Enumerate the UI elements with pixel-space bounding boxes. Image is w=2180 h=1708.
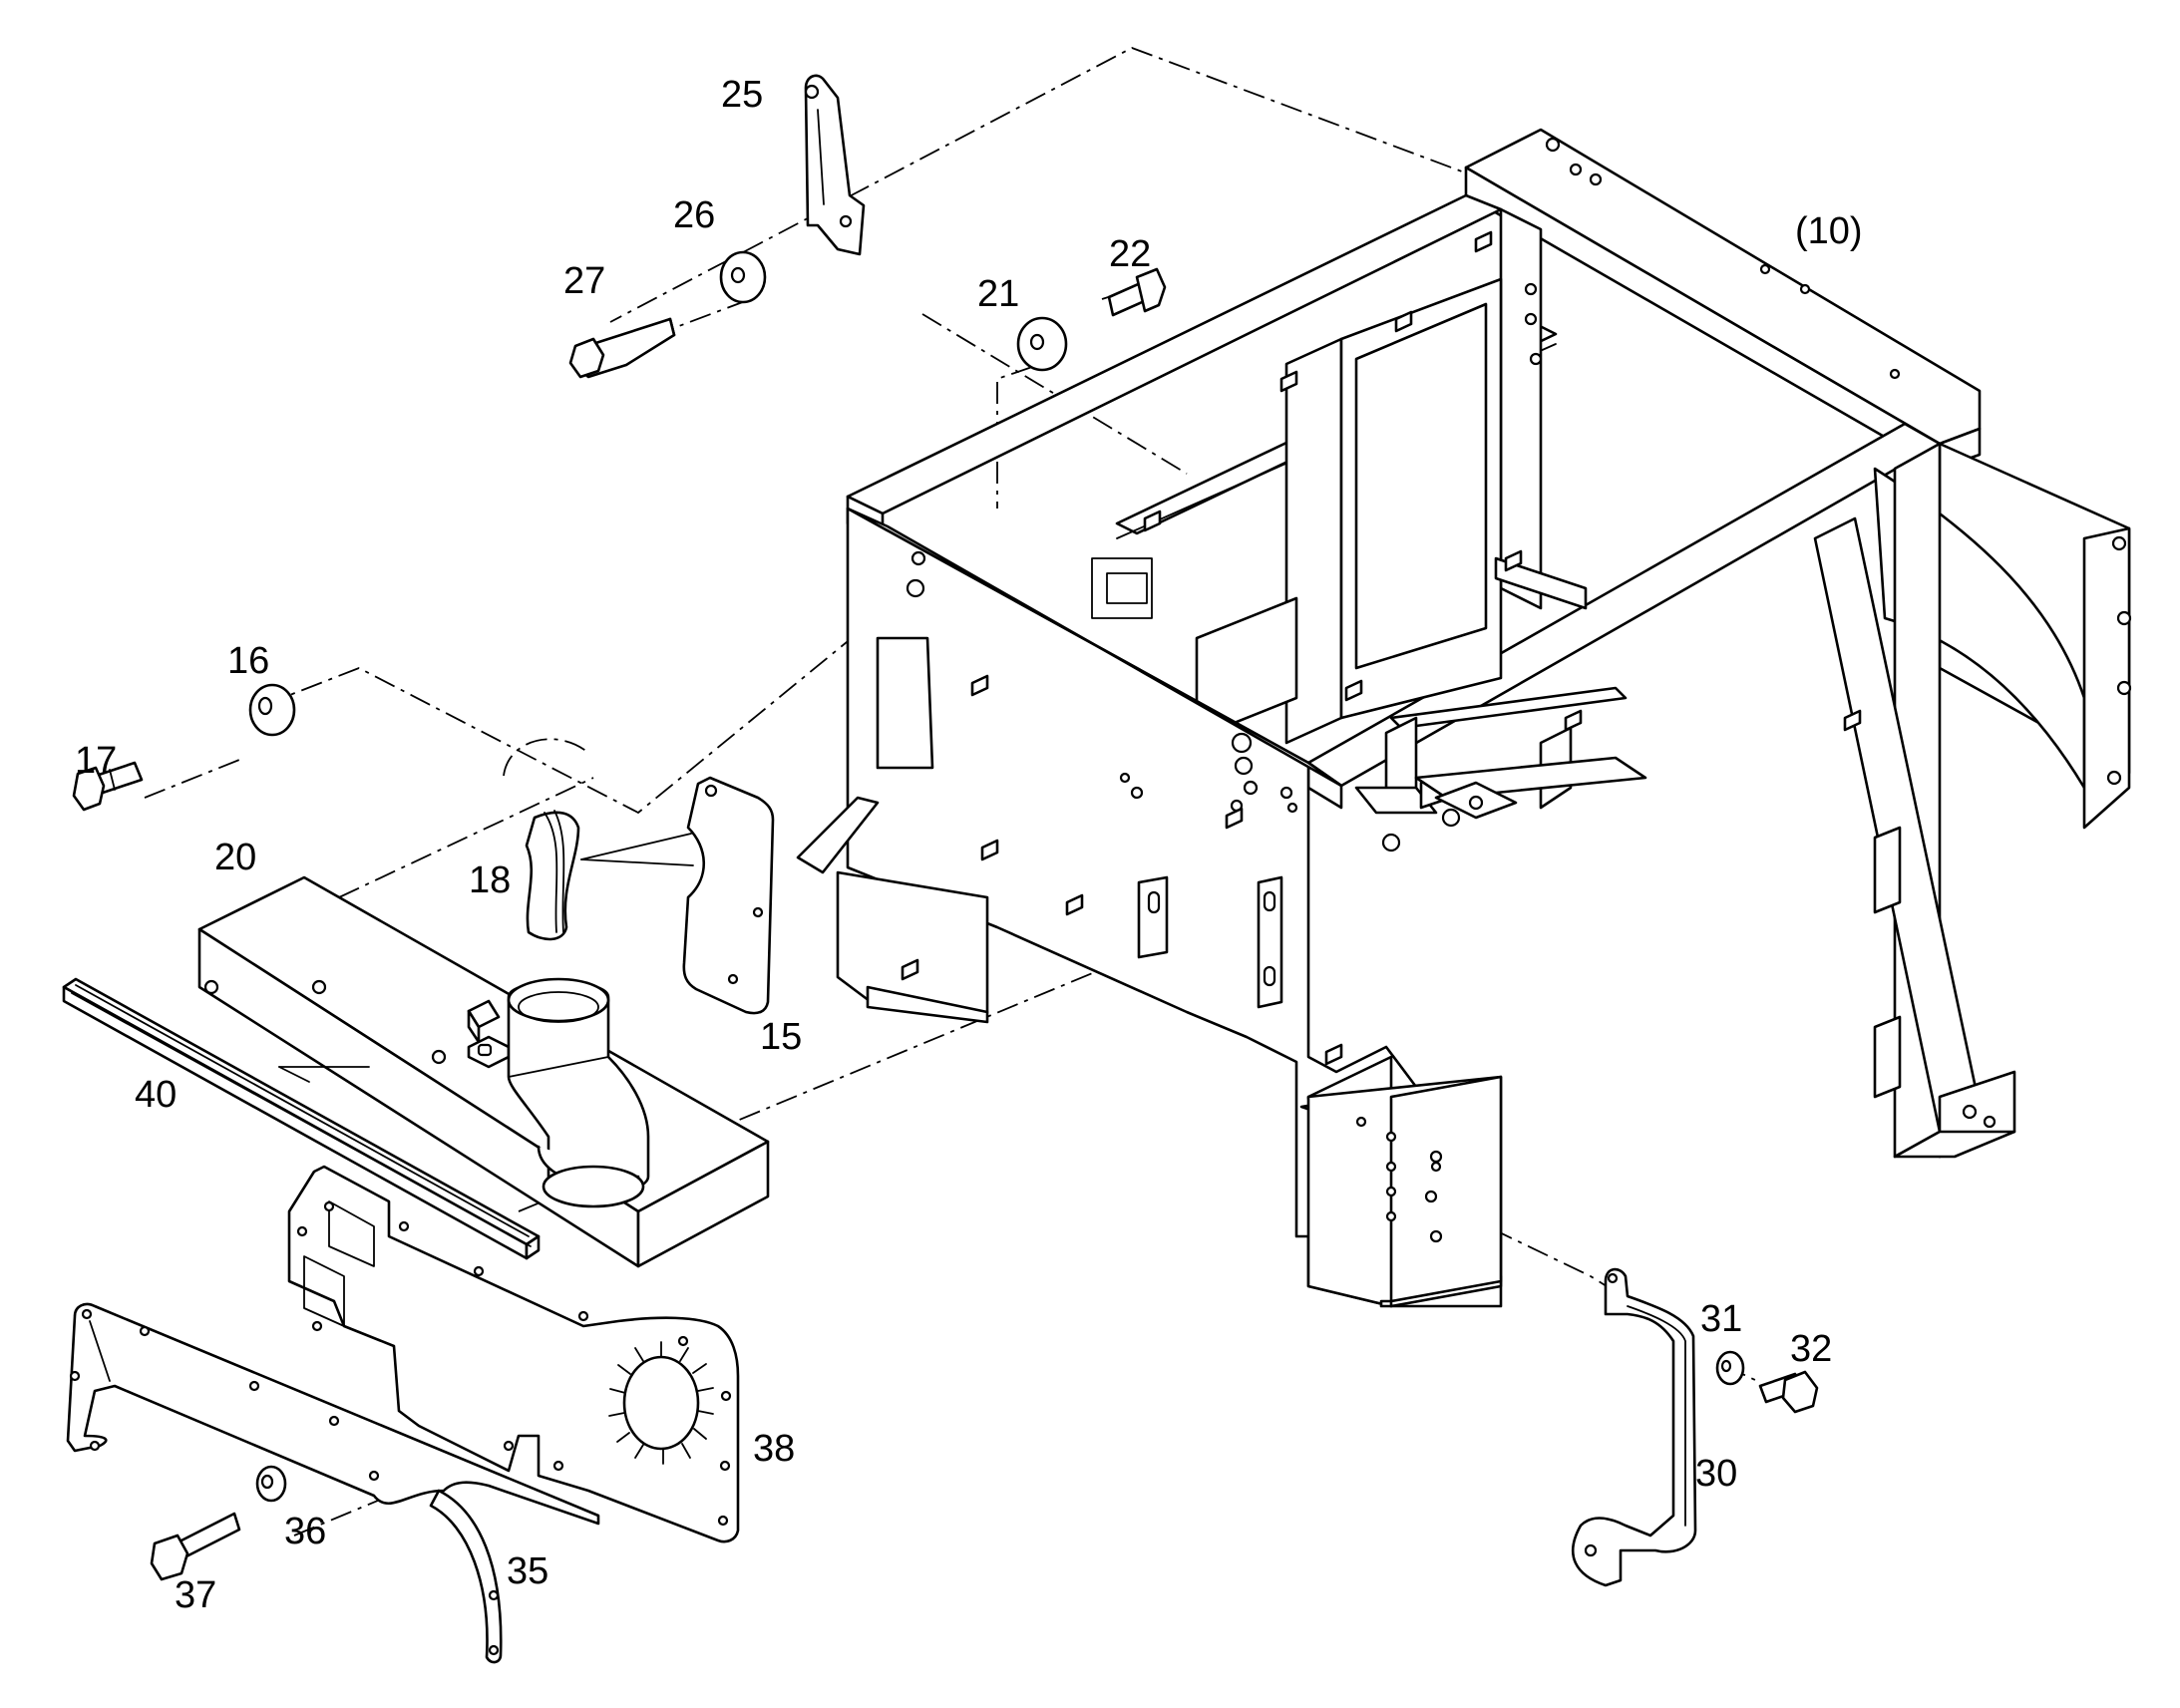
label-22: 22 (1109, 233, 1151, 275)
part-21-washer (1016, 316, 1068, 372)
part-37-bolt (150, 1512, 241, 1581)
label-36: 36 (284, 1511, 326, 1552)
vent-slots (608, 1341, 714, 1465)
part-20-duct-housing (197, 875, 770, 1268)
part-38-cover-plate (287, 1165, 740, 1543)
label-27: 27 (563, 260, 605, 302)
part-22-bolt (1107, 267, 1167, 317)
label-30: 30 (1695, 1453, 1737, 1495)
label-10: (10) (1795, 210, 1863, 252)
part-25-bracket (804, 74, 866, 256)
label-20: 20 (214, 837, 256, 878)
part-labels: (10) 15 16 17 18 20 21 22 25 26 27 30 31… (75, 74, 1863, 1616)
part-31-washer (1715, 1350, 1745, 1386)
part-35-gasket (66, 1302, 600, 1664)
label-21: 21 (977, 273, 1019, 315)
label-31: 31 (1700, 1298, 1742, 1340)
main-frame-assembly (796, 128, 2132, 1308)
part-36-washer (255, 1465, 287, 1503)
label-17: 17 (75, 740, 117, 782)
part-27-bolt (568, 317, 676, 379)
label-37: 37 (175, 1574, 216, 1616)
part-16-washer (248, 683, 296, 737)
part-40-seal-strip (62, 977, 541, 1260)
part-32-bolt (1758, 1370, 1819, 1414)
label-25: 25 (721, 74, 763, 116)
part-15-plate (682, 776, 775, 1015)
part-17-screw (72, 761, 144, 812)
part-26-washer (719, 250, 767, 304)
label-38: 38 (753, 1428, 795, 1470)
label-32: 32 (1790, 1328, 1832, 1370)
label-35: 35 (507, 1550, 548, 1592)
label-40: 40 (135, 1074, 177, 1116)
label-26: 26 (673, 194, 715, 236)
part-30-handle (1571, 1267, 1697, 1587)
label-15: 15 (760, 1016, 802, 1058)
label-18: 18 (469, 859, 511, 901)
label-16: 16 (227, 640, 269, 682)
part-18-hose (525, 810, 694, 941)
